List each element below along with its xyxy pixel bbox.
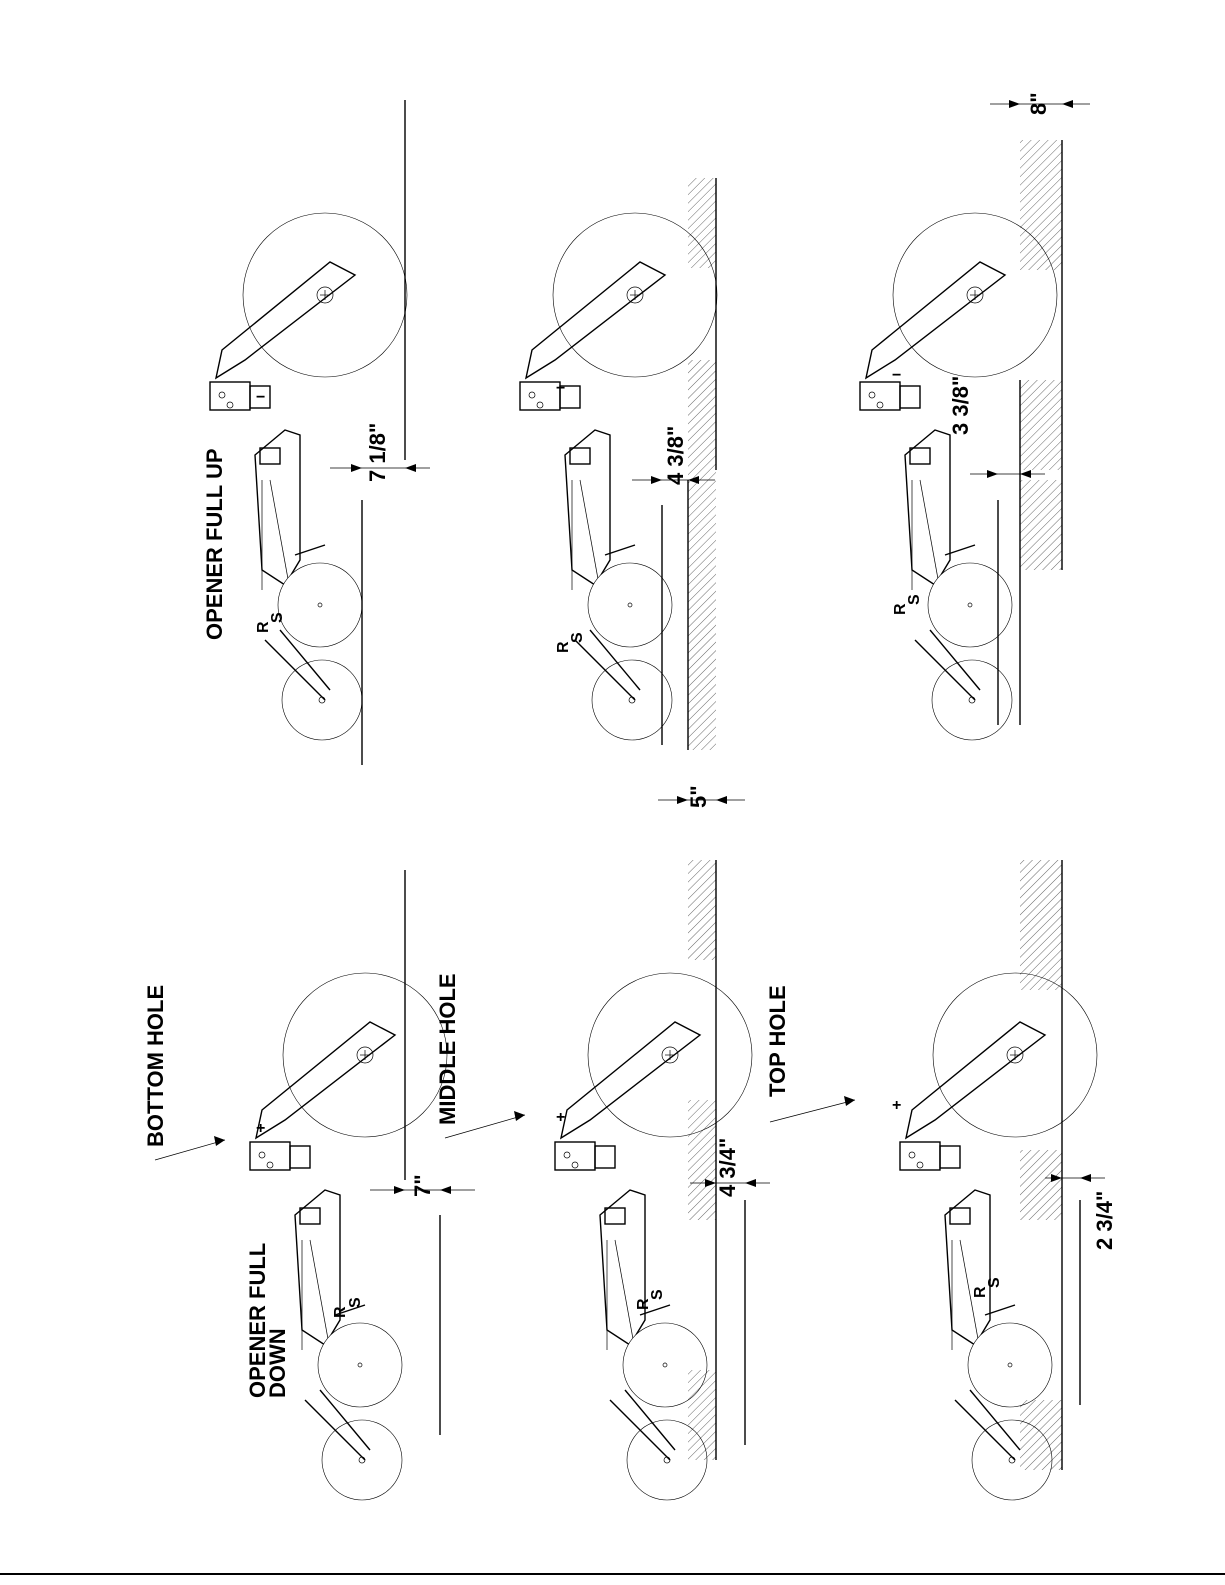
assembly-bottom-hole-down <box>250 973 447 1500</box>
top-hole-label: TOP HOLE <box>765 985 790 1097</box>
svg-text:+: + <box>892 1097 901 1114</box>
soil-hatch <box>1020 1400 1062 1470</box>
soil-hatch <box>688 1100 716 1220</box>
soil-hatch <box>1020 860 1062 990</box>
dimension-2-3-4 <box>1045 1174 1105 1182</box>
soil-hatch <box>1020 1150 1062 1220</box>
dimension-3-3-8-label: 3 3/8" <box>948 376 973 435</box>
soil-hatch <box>1020 480 1062 570</box>
dimension-3-3-8 <box>970 470 1045 478</box>
svg-text:−: − <box>256 389 265 406</box>
assembly-middle-hole-down <box>555 973 752 1500</box>
bottom-hole-arrow <box>214 1136 225 1146</box>
soil-hatch <box>688 360 716 750</box>
opener-full-up-label: OPENER FULL UP <box>202 448 227 640</box>
svg-text:S: S <box>649 1289 666 1300</box>
svg-text:+: + <box>556 1109 565 1126</box>
svg-text:−: − <box>556 380 565 397</box>
soil-hatch <box>1020 140 1062 270</box>
dimension-8-label: 8" <box>1026 92 1051 115</box>
svg-text:+: + <box>256 1120 265 1137</box>
soil-hatch <box>688 1370 716 1460</box>
svg-text:S: S <box>347 1297 364 1308</box>
dimension-7-1-8-label: 7 1/8" <box>365 423 390 482</box>
soil-hatch <box>688 860 716 960</box>
dimension-2-3-4-label: 2 3/4" <box>1092 1191 1117 1250</box>
dimension-4-3-8-label: 4 3/8" <box>663 426 688 485</box>
dimension-4-3-4-label: 4 3/4" <box>715 1138 740 1197</box>
top-hole-leader <box>770 1100 855 1122</box>
assembly-top-hole-down <box>900 973 1097 1500</box>
svg-text:−: − <box>892 367 901 384</box>
dimension-7-label: 7" <box>410 1174 435 1197</box>
bottom-hole-label: BOTTOM HOLE <box>143 985 168 1147</box>
dimension-5-label: 5" <box>686 785 711 808</box>
svg-text:S: S <box>269 612 286 623</box>
soil-hatch <box>688 178 716 268</box>
svg-text:S: S <box>986 1277 1003 1288</box>
svg-text:S: S <box>569 632 586 643</box>
svg-text:S: S <box>906 594 923 605</box>
page-bottom-rule <box>0 1573 1225 1575</box>
soil-hatch <box>1020 380 1062 470</box>
middle-hole-label: MIDDLE HOLE <box>435 973 460 1125</box>
top-hole-arrow <box>844 1096 855 1106</box>
middle-hole-arrow <box>514 1111 525 1121</box>
opener-full-down-label-line2: DOWN <box>265 1328 290 1398</box>
